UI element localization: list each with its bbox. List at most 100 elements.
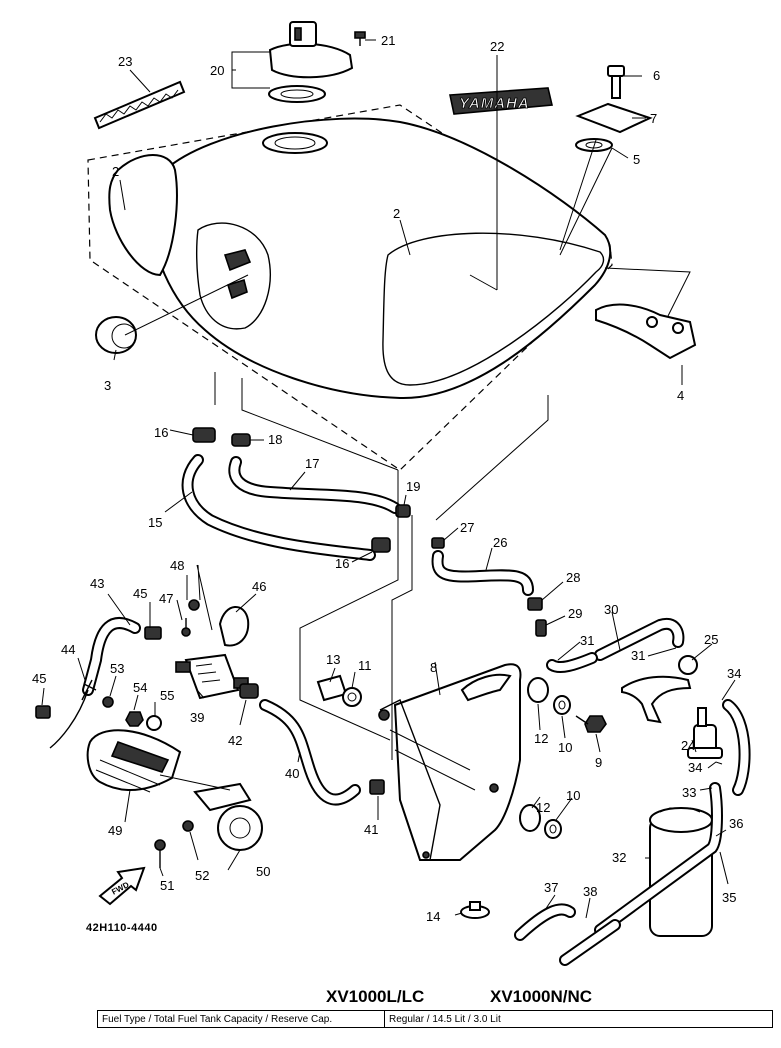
callout-9: 9: [595, 755, 602, 770]
canister-hoses: [514, 782, 723, 966]
callout-52: 52: [195, 868, 209, 883]
callout-47: 47: [159, 591, 173, 606]
callout-25: 25: [704, 632, 718, 647]
callout-48: 48: [170, 558, 184, 573]
connector-45: [35, 626, 162, 719]
callout-15: 15: [148, 515, 162, 530]
callout-24: 24: [681, 738, 695, 753]
callout-32: 32: [612, 850, 626, 865]
callout-18: 18: [268, 432, 282, 447]
bolts-53-54-55: [102, 696, 162, 731]
callout-42: 42: [228, 733, 242, 748]
forward-arrow-icon: FWD: [98, 866, 146, 906]
hose-clamp-42: [239, 683, 259, 699]
callout-11: 11: [358, 658, 372, 673]
breather-hose-17: [228, 456, 401, 514]
callout-34-lower: 34: [688, 760, 702, 775]
spacer-13: [316, 674, 348, 702]
callout-numbers: 21 20 23 22 6 7 5 2 2 3 4 16 18 17 15 19…: [32, 33, 743, 924]
callout-41: 41: [364, 822, 378, 837]
callout-3: 3: [104, 378, 111, 393]
callout-36: 36: [729, 816, 743, 831]
hose-34: [722, 699, 751, 796]
hose-26: [431, 550, 534, 596]
rubber-12-upper: [527, 677, 549, 703]
callout-53: 53: [110, 661, 124, 676]
leader-lines: [41, 39, 736, 919]
yamaha-logo: YAMAHA: [459, 95, 530, 112]
emblem-strip: [93, 80, 186, 130]
callout-30: 30: [604, 602, 618, 617]
callout-39: 39: [190, 710, 204, 725]
bolts-51-52: [154, 820, 194, 868]
callout-40: 40: [285, 766, 299, 781]
callout-26: 26: [493, 535, 507, 550]
spec-row: Fuel Type / Total Fuel Tank Capacity / R…: [97, 1010, 773, 1028]
callout-46: 46: [252, 579, 266, 594]
callout-4: 4: [677, 388, 684, 403]
rear-mount-bracket: [595, 303, 697, 360]
callout-19: 19: [406, 479, 420, 494]
grommet-14: [460, 901, 490, 919]
callout-28: 28: [566, 570, 580, 585]
bracket-part: [575, 102, 653, 134]
callout-37: 37: [544, 880, 558, 895]
fuel-filter-39: [175, 653, 249, 700]
callout-55: 55: [160, 688, 174, 703]
model-right: XV1000N/NC: [490, 987, 593, 1006]
hose-43: [82, 617, 141, 696]
callout-27: 27: [460, 520, 474, 535]
callout-13: 13: [326, 652, 340, 667]
bolt-9: [575, 715, 607, 733]
washer-10-lower: [544, 819, 562, 839]
callout-45-lower: 45: [32, 671, 46, 686]
callout-38: 38: [583, 884, 597, 899]
callout-50: 50: [256, 864, 270, 879]
callout-20: 20: [210, 63, 224, 78]
nut-11: [342, 687, 362, 707]
callout-31-left: 31: [580, 633, 594, 648]
callout-8: 8: [430, 660, 437, 675]
callout-23: 23: [118, 54, 132, 69]
callout-10-lower: 10: [566, 788, 580, 803]
callout-54: 54: [133, 680, 147, 695]
breather-hose-15: [181, 454, 376, 561]
rubber-12-lower: [519, 804, 541, 832]
hose-clamps: [192, 427, 547, 637]
cover-49: [86, 729, 182, 793]
hose-30-31: [546, 617, 685, 673]
clamp-41: [369, 779, 385, 795]
yamaha-emblem: YAMAHA: [449, 87, 553, 115]
callout-14: 14: [426, 909, 440, 924]
spec-table: Fuel Type / Total Fuel Tank Capacity / R…: [97, 1010, 773, 1028]
callout-49: 49: [108, 823, 122, 838]
screws-47-48: [181, 599, 200, 637]
callout-34-upper: 34: [727, 666, 741, 681]
bracket-8: [378, 663, 522, 861]
callout-21: 21: [381, 33, 395, 48]
spec-value: Regular / 14.5 Lit / 3.0 Lit: [384, 1010, 773, 1028]
plug-part: [95, 316, 137, 354]
callout-12-upper: 12: [534, 731, 548, 746]
callout-33: 33: [682, 785, 696, 800]
callout-29: 29: [568, 606, 582, 621]
bracket-25: [621, 655, 698, 724]
hose-40: [259, 699, 361, 806]
callout-35: 35: [722, 890, 736, 905]
callout-44: 44: [61, 642, 75, 657]
cover-50: [193, 782, 263, 851]
fuel-tank: [87, 104, 613, 471]
callout-51: 51: [160, 878, 174, 893]
callout-16-lower: 16: [335, 556, 349, 571]
valve-24: [687, 707, 723, 759]
wire-44: [49, 679, 97, 749]
screw-part: [354, 31, 366, 46]
callout-31-right: 31: [631, 648, 645, 663]
callout-16-upper: 16: [154, 425, 168, 440]
clamp-46: [218, 606, 250, 647]
washer-10-upper: [553, 695, 571, 715]
callout-7: 7: [650, 111, 657, 126]
model-left: XV1000L/LC: [326, 987, 425, 1006]
spec-label: Fuel Type / Total Fuel Tank Capacity / R…: [97, 1010, 385, 1028]
